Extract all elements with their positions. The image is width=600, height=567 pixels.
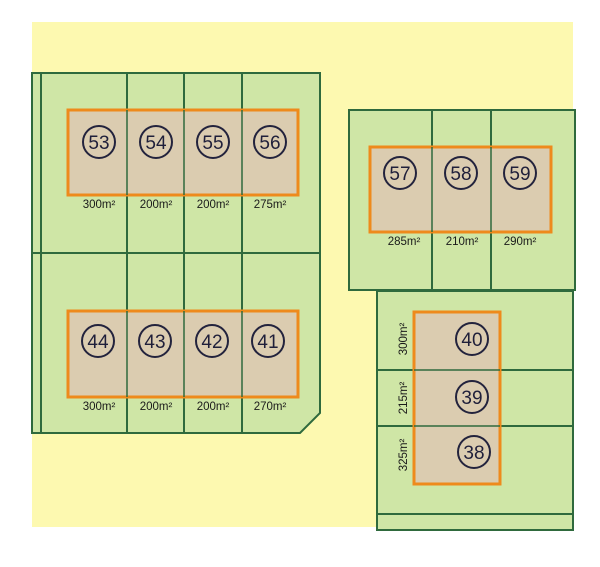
lot-badge-44[interactable]: 44 <box>81 324 115 358</box>
lot-badge-40[interactable]: 40 <box>455 322 489 356</box>
block-bottom-left: 44 43 42 41 300m² 200m² 200m² 270m² <box>31 252 321 434</box>
lot-badge-43[interactable]: 43 <box>138 324 172 358</box>
lot-number-label: 44 <box>87 332 109 353</box>
lot-area-label: 200m² <box>197 199 230 211</box>
lot-badge-41[interactable]: 41 <box>251 324 285 358</box>
parcel-strip-bottom-left <box>31 252 42 434</box>
lot-number-label: 53 <box>88 133 109 154</box>
lot-number-label: 56 <box>259 133 280 154</box>
lot-area-label: 300m² <box>83 199 116 211</box>
lot-number-label: 58 <box>450 164 471 185</box>
block-bottom-right: 40 39 38 300m² 215m² 325m² <box>376 290 574 531</box>
lot-badge-57[interactable]: 57 <box>383 156 417 190</box>
lot-area-label: 200m² <box>140 401 173 413</box>
lot-number-label: 42 <box>201 332 222 353</box>
lot-area-label: 300m² <box>83 401 116 413</box>
lot-badge-42[interactable]: 42 <box>195 324 229 358</box>
lot-badge-38[interactable]: 38 <box>457 435 491 469</box>
lot-area-label: 270m² <box>254 401 287 413</box>
lot-area-label: 200m² <box>197 401 230 413</box>
lot-badge-56[interactable]: 56 <box>253 125 287 159</box>
lot-number-label: 41 <box>257 332 278 353</box>
lot-area-label: 200m² <box>140 199 173 211</box>
lot-number-label: 38 <box>463 443 484 464</box>
lot-badge-59[interactable]: 59 <box>503 156 537 190</box>
lot-area-label: 215m² <box>398 382 410 415</box>
lot-number-label: 40 <box>461 330 482 351</box>
lot-area-label: 290m² <box>504 236 537 248</box>
lot-badge-54[interactable]: 54 <box>139 125 173 159</box>
lot-area-label: 325m² <box>398 439 410 472</box>
lot-area-label: 275m² <box>254 199 287 211</box>
lot-badge-55[interactable]: 55 <box>196 125 230 159</box>
parcel-strip-bottom-right <box>376 513 574 531</box>
lot-number-label: 57 <box>389 164 410 185</box>
lot-number-label: 54 <box>145 133 167 154</box>
lot-number-label: 59 <box>509 164 530 185</box>
lot-badge-53[interactable]: 53 <box>82 125 116 159</box>
lot-badge-39[interactable]: 39 <box>455 380 489 414</box>
lot-area-label: 300m² <box>398 323 410 356</box>
parcel-strip-top-left <box>31 72 42 254</box>
lot-number-label: 43 <box>144 332 165 353</box>
block-top-left: 53 54 55 56 300m² 200m² 200m² 275m² <box>31 72 321 254</box>
lot-number-label: 55 <box>202 133 223 154</box>
lot-number-label: 39 <box>461 388 482 409</box>
lot-badge-58[interactable]: 58 <box>444 156 478 190</box>
lot-area-label: 210m² <box>446 236 479 248</box>
lot-area-label: 285m² <box>388 236 421 248</box>
block-top-right: 57 58 59 285m² 210m² 290m² <box>348 109 576 291</box>
